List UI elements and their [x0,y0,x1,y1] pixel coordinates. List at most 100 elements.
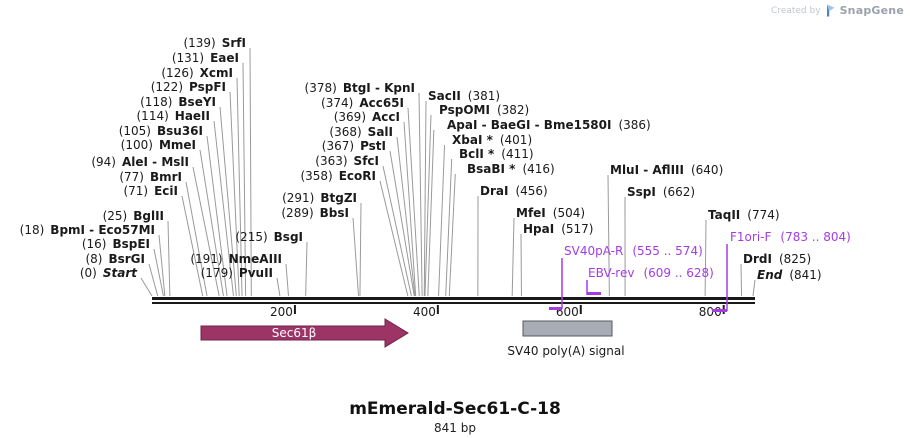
site-name: HaeII [174,109,210,123]
site-name: BmrI [149,170,182,184]
site-position: (378) [304,81,337,95]
enzyme-site-label[interactable]: (16)BspEI [82,237,150,251]
primer-range: (783 .. 804) [780,230,851,244]
enzyme-site-label[interactable]: (374)Acc65I [321,96,404,110]
enzyme-site-label[interactable]: PspOMI(382) [439,103,529,117]
site-position: (369) [333,110,367,124]
site-position: (114) [136,109,169,123]
enzyme-site-label[interactable]: (291) BtgZI [282,191,357,205]
enzyme-site-label[interactable]: DraI (456) [480,184,548,198]
enzyme-site-label[interactable]: (367) PstI [322,139,386,153]
site-name: Bsu36I [157,124,203,138]
feature-label-sec61b[interactable]: Sec61β [271,326,317,340]
enzyme-site-label[interactable]: (215) BsgI [235,230,303,244]
site-position: (358) [300,169,333,183]
site-position: (291) [282,191,315,205]
enzyme-site-label[interactable]: TaqII(774) [708,208,780,222]
site-name: BtgZI [320,191,357,205]
enzyme-site-label[interactable]: (122)PspFI [151,80,226,94]
site-position: (367) [321,139,355,153]
enzyme-site-label[interactable]: DrdI(825) [743,252,811,266]
site-position: (456) [515,184,548,198]
enzyme-site-label[interactable]: SacII(381) [428,89,500,103]
axis-tick-label: 600 [555,305,579,319]
site-name: PstI [360,139,386,153]
enzyme-site-label[interactable]: End (841) [757,268,822,282]
site-name: AleI - MslI [121,155,189,169]
site-name: HpaI [523,222,555,236]
site-position: (105) [118,124,151,138]
primer-range: (555 .. 574) [632,244,703,258]
enzyme-site-label[interactable]: (105) Bsu36I [119,124,203,138]
enzyme-site-label[interactable]: (369)AccI [334,110,400,124]
enzyme-site-label[interactable]: (358) EcoRI [300,169,376,183]
enzyme-site-label[interactable]: (179)PvuII [201,266,273,280]
site-position: (416) [522,162,555,176]
enzyme-site-label[interactable]: (289)BbsI [281,206,349,220]
enzyme-site-label[interactable]: MluI - AflIII(640) [610,163,723,177]
enzyme-site-label[interactable]: (8)BsrGI [85,252,145,266]
site-position: (825) [778,252,812,266]
enzyme-site-label[interactable]: (77) BmrI [119,170,182,184]
site-name: BsgI [273,230,303,244]
enzyme-site-label[interactable]: (378)BtgI - KpnI [305,81,415,95]
site-position: (386) [618,118,651,132]
site-name: BclI * [459,147,495,161]
title-block: mEmerald-Sec61-C-18 841 bp [0,399,910,435]
enzyme-site-label[interactable]: XbaI *(401) [452,133,532,147]
enzyme-site-label[interactable]: (25)BglII [103,209,164,223]
enzyme-site-label[interactable]: (94)AleI - MslI [91,155,189,169]
site-name: PspOMI [439,103,490,117]
site-name: BsaBI * [467,162,516,176]
site-position: (662) [662,185,696,199]
enzyme-site-label[interactable]: (71)EciI [123,184,178,198]
enzyme-site-label[interactable]: (131)EaeI [172,51,239,65]
enzyme-site-label[interactable]: (0)Start [80,266,137,280]
site-name: DraI [480,184,509,198]
site-name: BbsI [319,206,349,220]
site-position: (77) [119,170,144,184]
site-name: BglII [133,209,164,223]
primer-label-ebv-rev[interactable]: EBV-rev (609 .. 628) [588,266,714,280]
primer-label-sv40pa-r[interactable]: SV40pA-R (555 .. 574) [564,244,703,258]
enzyme-site-label[interactable]: MfeI(504) [516,206,585,220]
site-name: XcmI [199,66,233,80]
enzyme-site-label[interactable]: (114) HaeII [137,109,211,123]
enzyme-site-label[interactable]: ApaI - BaeGI - Bme1580I (386) [447,118,651,132]
enzyme-site-label[interactable]: SspI (662) [627,185,695,199]
enzyme-site-label[interactable]: (126)XcmI [161,66,233,80]
site-name: EciI [154,184,178,198]
enzyme-site-label[interactable]: (139)SrfI [183,36,246,50]
enzyme-site-label[interactable]: (363) SfcI [315,154,379,168]
site-name: SacII [428,89,461,103]
site-name: BseYI [178,95,216,109]
site-name: ApaI - BaeGI - Bme1580I [447,118,612,132]
enzyme-site-label[interactable]: (100)MmeI [121,138,196,152]
enzyme-site-label[interactable]: (118)BseYI [140,95,216,109]
site-name: SspI [627,185,656,199]
primer-name: EBV-rev [588,266,635,280]
primer-range: (609 .. 628) [643,266,714,280]
enzyme-site-label[interactable]: (368)SalI [329,125,393,139]
axis-tick-label: 400 [412,305,436,319]
site-name: SfcI [353,154,379,168]
primer-name: SV40pA-R [564,244,624,258]
enzyme-site-label[interactable]: (191)NmeAIII [190,252,282,266]
site-position: (16) [81,237,107,251]
site-position: (841) [789,268,822,282]
enzyme-site-label[interactable]: (18)BpmI - Eco57MI [20,223,155,237]
site-position: (215) [235,230,268,244]
site-name: End [757,268,783,282]
site-name: EaeI [210,51,239,65]
enzyme-site-label[interactable]: HpaI (517) [523,222,593,236]
site-position: (504) [552,206,586,220]
site-name: EcoRI [338,169,376,183]
primer-label-f1ori-f[interactable]: F1ori-F(783 .. 804) [730,230,851,244]
site-position: (363) [315,154,348,168]
enzyme-site-label[interactable]: BclI *(411) [459,147,534,161]
site-name: NmeAIII [228,252,282,266]
feature-label-sv40-polya: SV40 poly(A) signal [507,344,625,358]
enzyme-site-label[interactable]: BsaBI * (416) [467,162,555,176]
site-position: (517) [561,222,594,236]
